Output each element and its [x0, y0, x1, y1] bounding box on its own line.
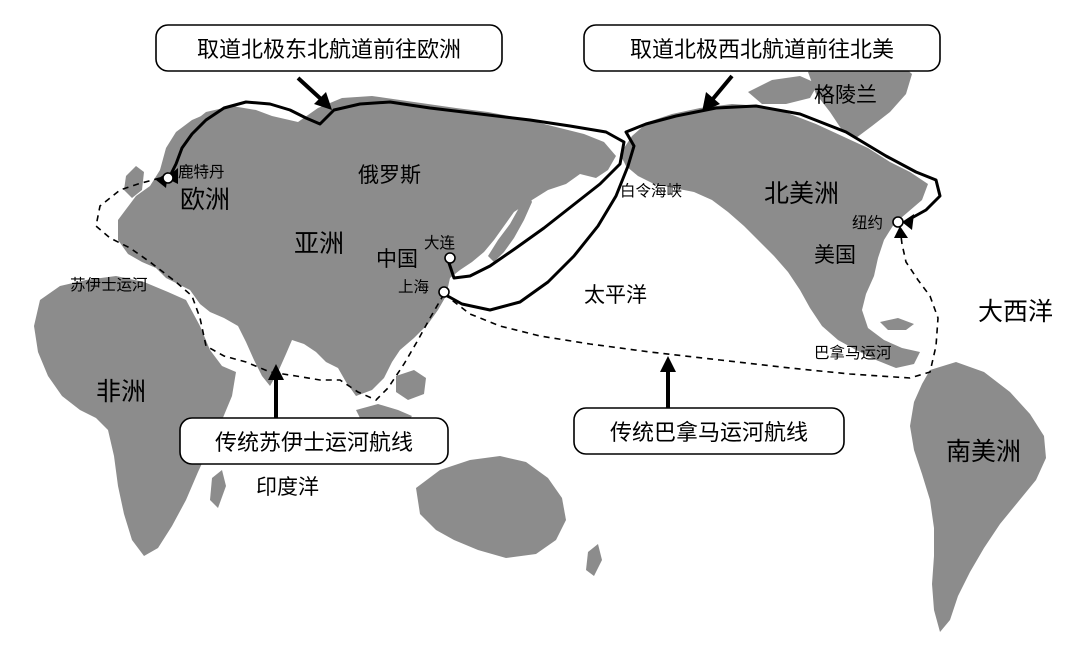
- label-panama-canal: 巴拿马运河: [814, 343, 892, 362]
- newyork-marker[interactable]: [892, 216, 904, 228]
- label-dalian: 大连: [424, 234, 456, 252]
- suez-route-line: [95, 177, 445, 401]
- callout-panama-box: [573, 407, 845, 455]
- japan-landmass: [488, 192, 532, 262]
- label-indian-ocean: 印度洋: [256, 475, 319, 499]
- panama-callout-arrowhead: [660, 356, 676, 372]
- callout-suez-route: 传统苏伊士运河航线: [179, 417, 449, 465]
- south-america-landmass: [910, 362, 1046, 632]
- rotterdam-marker[interactable]: [162, 172, 174, 184]
- label-rotterdam: 鹿特丹: [178, 163, 225, 181]
- label-bering-strait: 白令海峡: [620, 182, 683, 200]
- borneo-landmass: [396, 370, 426, 400]
- eurasia-landmass: [118, 96, 616, 396]
- new-zealand-landmass: [586, 544, 602, 576]
- north-america-landmass: [620, 104, 928, 368]
- australia-landmass: [416, 456, 566, 558]
- city-markers: [162, 172, 904, 298]
- callout-suez-text: 传统苏伊士运河航线: [215, 431, 413, 456]
- greenland-landmass: [808, 54, 912, 138]
- britain-landmass: [124, 166, 144, 198]
- ne-callout-arrow: [296, 76, 324, 102]
- label-suez-canal: 苏伊士运河: [70, 276, 148, 294]
- nw-callout-arrow: [710, 74, 734, 102]
- label-asia: 亚洲: [294, 229, 344, 258]
- label-shanghai: 上海: [398, 278, 429, 296]
- madagascar-landmass: [210, 470, 226, 508]
- label-russia: 俄罗斯: [358, 163, 421, 187]
- routes: [95, 100, 942, 401]
- place-labels: 鹿特丹 欧洲 俄罗斯 亚洲 中国 大连 上海 苏伊士运河 非洲 印度洋 白令海峡…: [70, 83, 1053, 499]
- label-pacific-ocean: 太平洋: [584, 283, 647, 307]
- callout-panama-route: 传统巴拿马运河航线: [573, 407, 845, 455]
- newyork-arrowhead: [902, 214, 914, 230]
- label-europe: 欧洲: [180, 185, 230, 214]
- label-china: 中国: [376, 247, 418, 271]
- africa-landmass: [34, 276, 236, 556]
- label-north-america: 北美洲: [764, 179, 839, 208]
- callout-ne-text: 取道北极东北航道前往欧洲: [197, 38, 461, 63]
- callout-suez-box: [179, 417, 449, 465]
- callout-ne-passage: 取道北极东北航道前往欧洲: [155, 24, 503, 72]
- shanghai-marker[interactable]: [438, 286, 450, 298]
- label-usa: 美国: [814, 243, 856, 267]
- panama-arrowhead: [894, 226, 908, 238]
- nw-callout-arrowhead: [702, 92, 720, 112]
- callout-ne-box: [155, 24, 503, 72]
- label-greenland: 格陵兰: [814, 83, 877, 107]
- callout-nw-box: [583, 24, 941, 72]
- scandinavia-landmass: [160, 114, 206, 170]
- ne-passage-line: [168, 100, 626, 280]
- callout-nw-passage: 取道北极西北航道前往北美: [583, 24, 941, 72]
- caribbean-landmass: [880, 318, 914, 330]
- land-masses: [34, 54, 1046, 632]
- ne-callout-arrowhead: [314, 92, 332, 110]
- suez-callout-arrowhead: [268, 364, 284, 380]
- label-atlantic-ocean: 大西洋: [978, 297, 1053, 326]
- callout-nw-text: 取道北极西北航道前往北美: [630, 38, 894, 63]
- callout-panama-text: 传统巴拿马运河航线: [610, 420, 808, 446]
- dalian-marker[interactable]: [444, 252, 456, 264]
- panama-route-line: [443, 227, 939, 379]
- label-africa: 非洲: [96, 377, 146, 406]
- nw-passage-line: [442, 104, 942, 312]
- callout-arrows: [268, 74, 734, 420]
- label-new-york: 纽约: [852, 214, 883, 232]
- arctic-islands-landmass: [748, 76, 818, 104]
- label-south-america: 南美洲: [946, 437, 1021, 466]
